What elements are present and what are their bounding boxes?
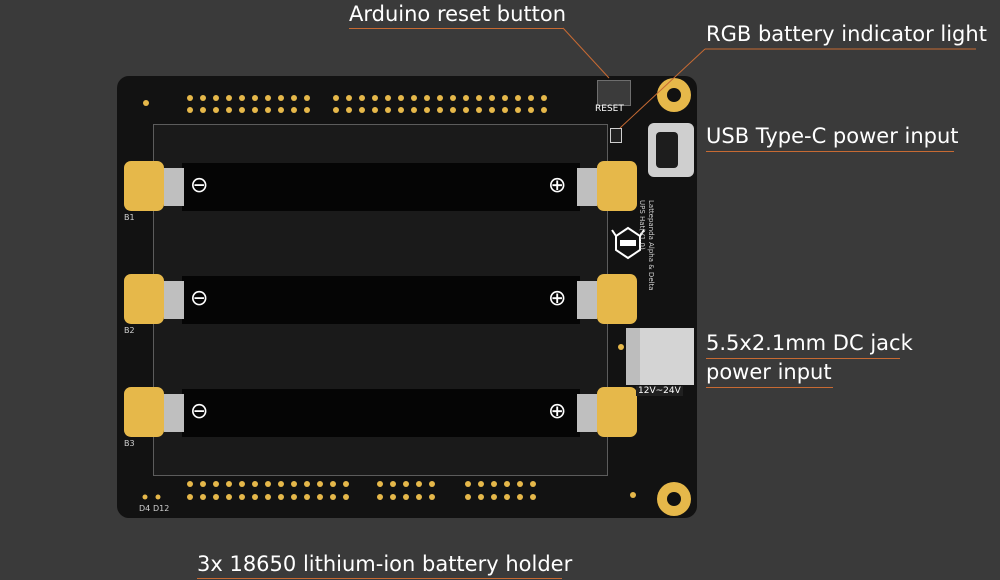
contact-pad — [597, 161, 637, 211]
callout-usb: USB Type-C power input — [706, 124, 959, 148]
callout-underline — [706, 358, 900, 359]
plus-icon: ⊕ — [548, 399, 567, 424]
minus-icon: ⊖ — [190, 286, 209, 311]
reset-button[interactable] — [597, 80, 631, 106]
battery-clip — [164, 281, 184, 319]
product-line-2: UPS Hat(V1.0) — [638, 200, 646, 250]
led-label: D4 — [139, 504, 151, 513]
product-line-1: Lattepanda Alpha & Delta — [647, 200, 655, 291]
pin-row-top-right — [333, 95, 547, 113]
contact-pad — [124, 387, 164, 437]
battery-slot-3 — [182, 389, 580, 437]
battery-clip — [577, 281, 597, 319]
reset-label: RESET — [595, 104, 624, 114]
battery-clip — [577, 168, 597, 206]
pin-row-bottom-right — [465, 481, 536, 500]
battery-label: B1 — [124, 213, 135, 222]
minus-icon: ⊖ — [190, 399, 209, 424]
led-d12 — [155, 494, 161, 500]
battery-clip — [164, 394, 184, 432]
small-via — [630, 492, 636, 498]
usb-c-socket — [656, 132, 678, 168]
callout-underline — [197, 578, 562, 579]
product-text: Lattepanda Alpha & Delta UPS Hat(V1.0) — [637, 200, 655, 291]
contact-pad — [124, 274, 164, 324]
small-via — [618, 344, 624, 350]
pin-row-bottom-middle — [377, 481, 435, 500]
mounting-hole-center — [667, 492, 681, 506]
callout-dc-line1: 5.5x2.1mm DC jack — [706, 331, 913, 355]
battery-label: B2 — [124, 326, 135, 335]
contact-pad — [597, 387, 637, 437]
callout-underline — [706, 387, 833, 388]
battery-clip — [577, 394, 597, 432]
battery-slot-1 — [182, 163, 580, 211]
pin-row-top-left — [187, 95, 310, 113]
plus-icon: ⊕ — [548, 173, 567, 198]
callout-dc-line2: power input — [706, 360, 832, 384]
small-via — [143, 100, 149, 106]
rgb-led-indicator — [610, 128, 622, 143]
callout-holder: 3x 18650 lithium-ion battery holder — [197, 552, 573, 576]
led-d4 — [142, 494, 148, 500]
callout-rgb: RGB battery indicator light — [706, 22, 987, 46]
callout-underline — [706, 151, 954, 152]
led-label: D12 — [153, 504, 170, 513]
minus-icon: ⊖ — [190, 173, 209, 198]
dc-jack-edge — [626, 328, 640, 385]
callout-underline — [349, 28, 563, 29]
plus-icon: ⊕ — [548, 286, 567, 311]
voltage-label: 12V~24V — [636, 386, 683, 396]
pin-row-bottom-left — [187, 481, 349, 500]
battery-clip — [164, 168, 184, 206]
battery-slot-2 — [182, 276, 580, 324]
callout-reset: Arduino reset button — [349, 2, 567, 26]
contact-pad — [124, 161, 164, 211]
mounting-hole-center — [667, 88, 681, 102]
battery-label: B3 — [124, 439, 135, 448]
contact-pad — [597, 274, 637, 324]
